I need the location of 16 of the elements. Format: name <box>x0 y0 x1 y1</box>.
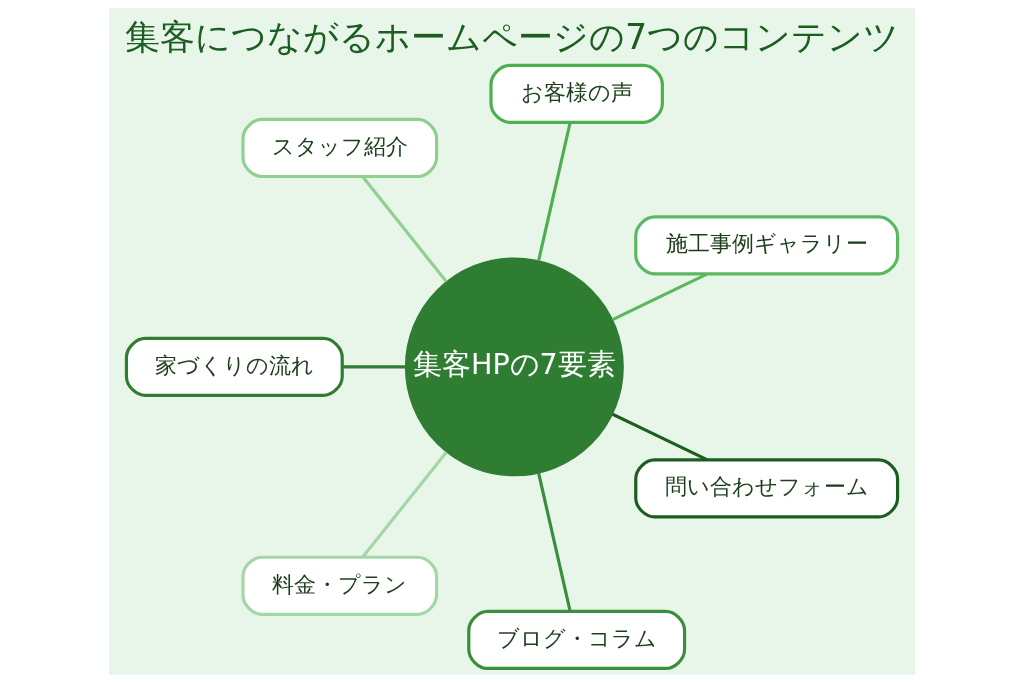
connector <box>361 175 448 283</box>
diagram-title: 集客につながるホームページの7つのコンテンツ <box>124 16 900 57</box>
connector <box>537 122 572 261</box>
node-box: ブログ・コラム <box>467 609 687 671</box>
node-circle: 集客HPの7要素 <box>404 257 624 477</box>
connector <box>537 472 572 612</box>
node-box: スタッフ紹介 <box>241 117 439 179</box>
node-box: お客様の声 <box>489 63 664 125</box>
connector <box>611 272 708 321</box>
node-box: 家づくりの流れ <box>124 336 344 398</box>
connector <box>342 365 406 369</box>
node-box: 施工事例ギャラリー <box>634 215 900 276</box>
connector <box>361 451 448 559</box>
node-box: 問い合わせフォーム <box>634 458 900 519</box>
connector <box>611 412 708 462</box>
node-box: 料金・プラン <box>241 555 439 616</box>
